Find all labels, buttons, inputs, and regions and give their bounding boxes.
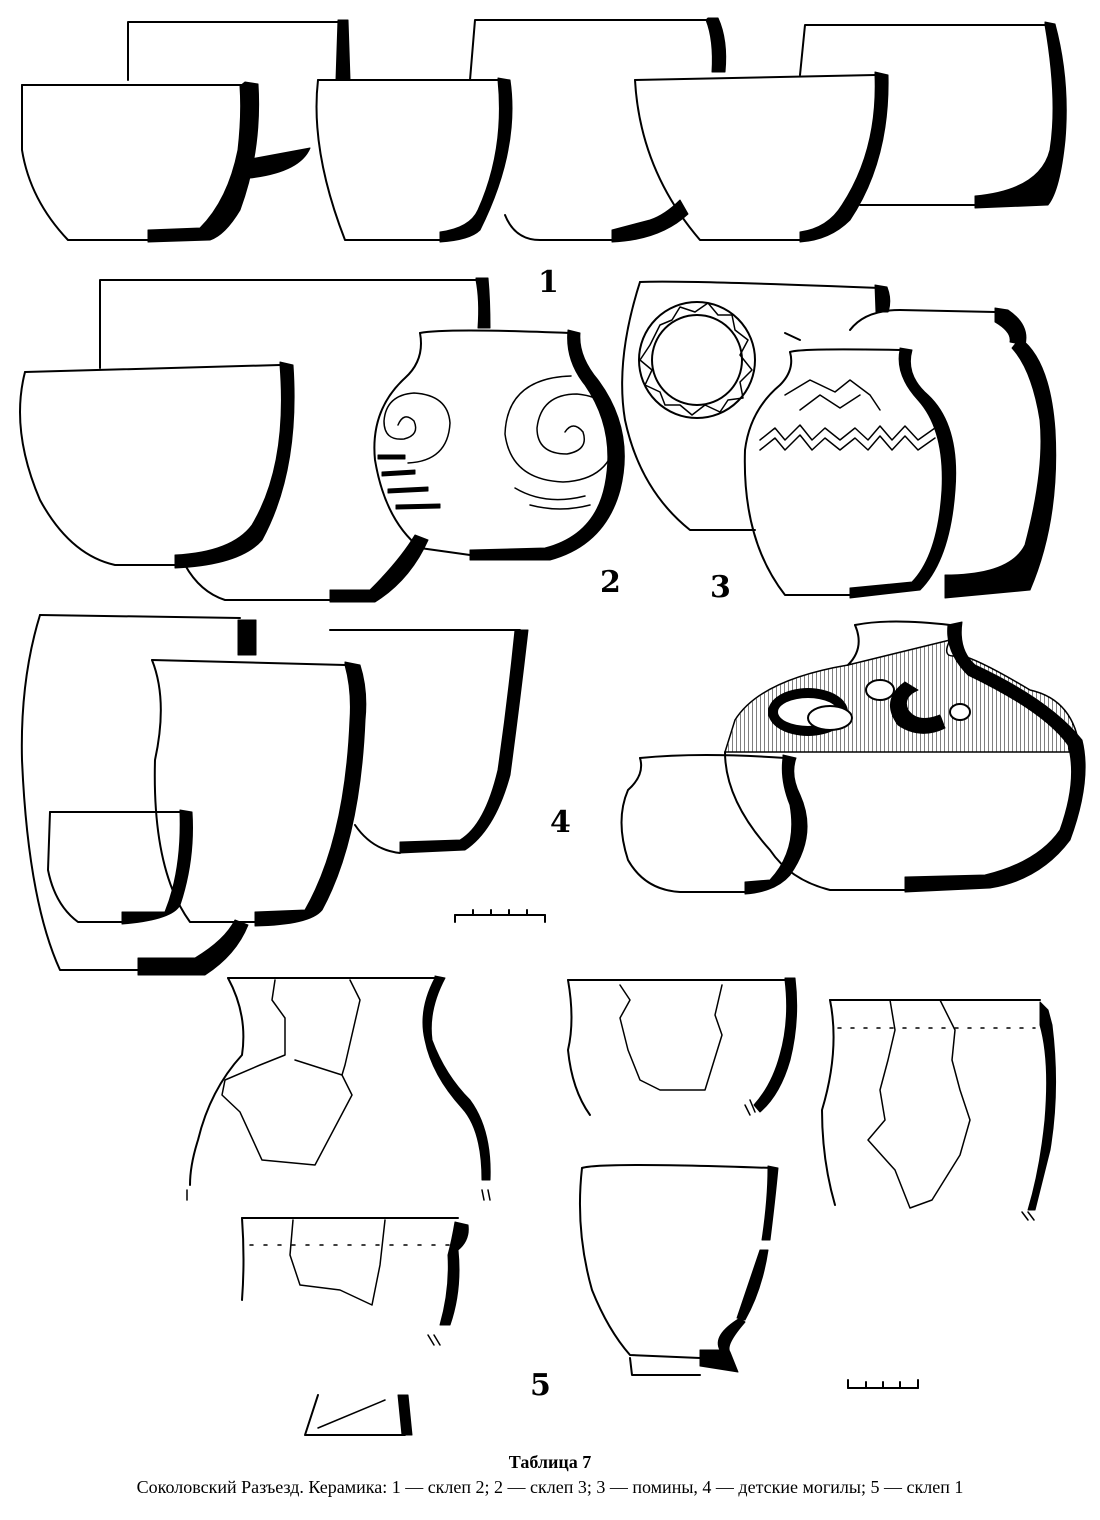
vessel-4e-ornamented xyxy=(723,620,1086,893)
vessel-5f-base-fragment xyxy=(304,1394,413,1436)
caption-title: Таблица 7 xyxy=(508,1452,592,1472)
spiral-ornament-right xyxy=(504,375,618,510)
group-label-4: 4 xyxy=(550,805,571,840)
circle-ornament xyxy=(638,301,756,419)
vessel-2c-spiral-jar xyxy=(373,329,625,561)
group-1-vessels xyxy=(21,17,1067,243)
vessel-1a xyxy=(127,19,351,81)
vessel-1b xyxy=(21,81,311,243)
group-5-vessels xyxy=(186,975,1057,1436)
vessel-1e xyxy=(799,21,1067,209)
vessel-4a xyxy=(20,614,257,976)
vessel-5a xyxy=(186,975,491,1201)
vessel-2b xyxy=(19,361,295,569)
scale-bar-5 xyxy=(847,1379,919,1389)
vessel-2a xyxy=(99,277,491,603)
vessel-4c xyxy=(329,629,529,854)
vessel-3c xyxy=(743,347,957,599)
caption-text: Соколовский Разъезд. Керамика: 1 — склеп… xyxy=(136,1477,964,1497)
vessel-3b xyxy=(849,307,1057,599)
vessel-5e xyxy=(579,1164,779,1376)
vessel-3a xyxy=(621,280,891,531)
group-3-vessels xyxy=(621,280,1057,599)
group-label-2: 2 xyxy=(600,565,621,600)
vessel-4f xyxy=(620,754,808,895)
group-4-vessels xyxy=(20,614,1086,976)
vessel-5c xyxy=(821,999,1057,1221)
spiral-ornament-left xyxy=(377,392,451,510)
group-label-5: 5 xyxy=(530,1368,551,1403)
vessel-1c xyxy=(469,17,727,81)
zigzag-ornament xyxy=(759,379,936,451)
group-label-1: 1 xyxy=(538,265,559,300)
vessel-4d xyxy=(47,809,193,925)
vessel-5d xyxy=(241,1217,469,1346)
group-label-3: 3 xyxy=(710,570,731,605)
vessel-1f xyxy=(634,71,889,243)
scale-bar-4 xyxy=(454,909,546,923)
vessel-1d xyxy=(315,77,689,243)
vessel-5b xyxy=(567,977,798,1116)
group-2-vessels xyxy=(19,277,625,603)
